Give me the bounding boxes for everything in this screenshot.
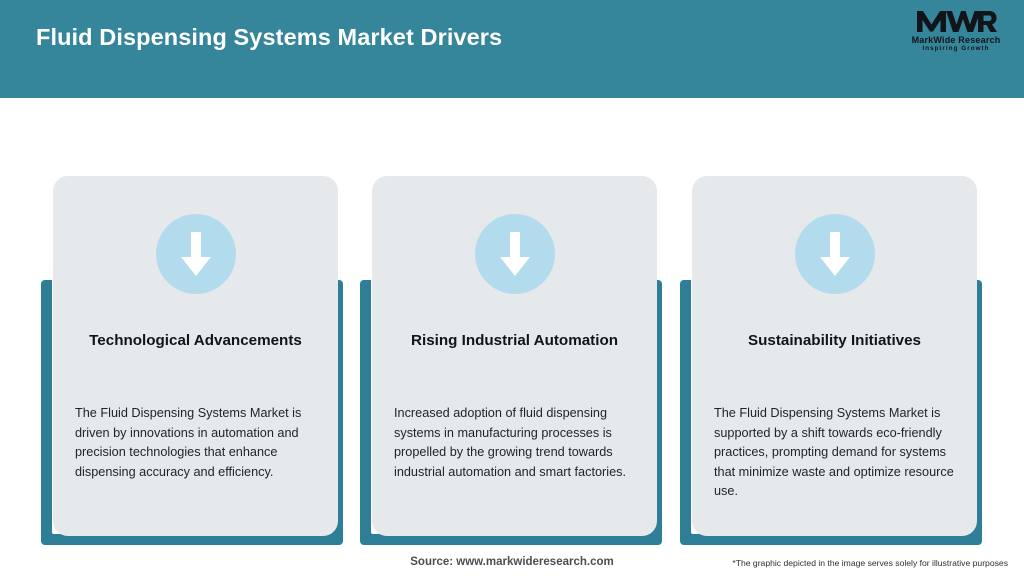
driver-card-title: Technological Advancements [89, 332, 302, 349]
driver-card-body: Increased adoption of fluid dispensing s… [394, 406, 627, 479]
source-label: Source: www.markwideresearch.com [410, 556, 614, 568]
mwr-logo-icon [917, 11, 997, 32]
driver-card-title: Sustainability Initiatives [747, 332, 922, 349]
logo-tagline: Inspiring Growth [922, 45, 990, 52]
page-title: Fluid Dispensing Systems Market Drivers [36, 24, 503, 50]
driver-card[interactable]: Sustainability Initiatives The Fluid Dis… [692, 176, 977, 536]
driver-card-group: Technological Advancements The Fluid Dis… [41, 98, 343, 545]
driver-card[interactable]: Technological Advancements The Fluid Dis… [53, 176, 338, 536]
down-arrow-icon [794, 214, 875, 294]
down-arrow-icon [155, 214, 236, 294]
brand-logo: MarkWide Research Inspiring Growth [904, 8, 1008, 64]
logo-company-name: MarkWide Research [911, 35, 1001, 45]
disclaimer-label: *The graphic depicted in the image serve… [732, 558, 1008, 568]
driver-card-body: The Fluid Dispensing Systems Market is d… [75, 406, 302, 479]
drivers-card-list: Technological Advancements The Fluid Dis… [0, 98, 1024, 545]
driver-card-group: Sustainability Initiatives The Fluid Dis… [680, 98, 982, 545]
down-arrow-icon [474, 214, 555, 294]
driver-card-title: Rising Industrial Automation [411, 332, 618, 349]
driver-card-body: The Fluid Dispensing Systems Market is s… [714, 406, 954, 499]
driver-card[interactable]: Rising Industrial Automation Increased a… [372, 176, 657, 536]
header-bar: Fluid Dispensing Systems Market Drivers … [0, 0, 1024, 98]
driver-card-group: Rising Industrial Automation Increased a… [360, 98, 662, 545]
